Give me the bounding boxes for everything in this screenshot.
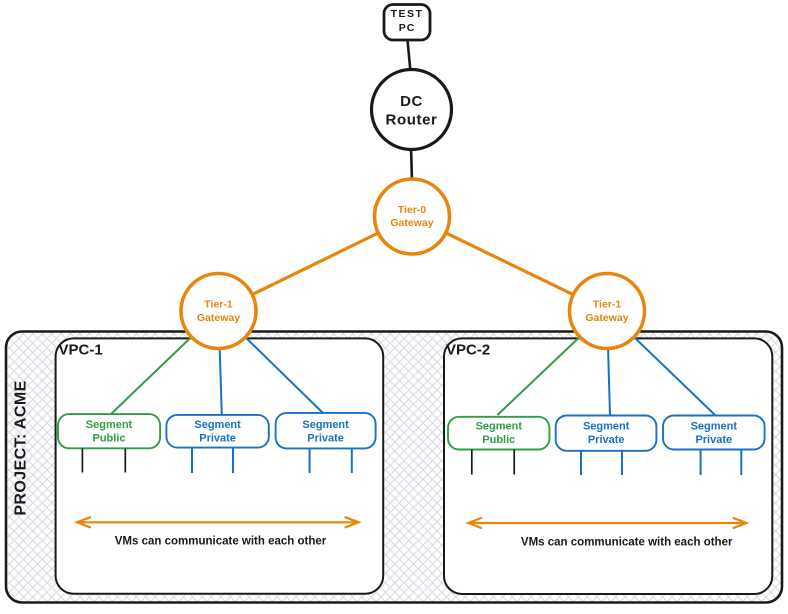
svg-text:Private: Private [695, 434, 732, 446]
svg-text:Gateway: Gateway [585, 312, 628, 324]
svg-text:Private: Private [307, 433, 344, 445]
svg-text:Gateway: Gateway [390, 217, 433, 229]
svg-text:Tier-1: Tier-1 [593, 299, 622, 311]
svg-text:VPC-1: VPC-1 [59, 342, 103, 359]
svg-text:TEST: TEST [391, 8, 424, 20]
svg-text:Public: Public [482, 434, 515, 446]
svg-text:Public: Public [92, 433, 125, 445]
svg-text:Segment: Segment [583, 421, 630, 433]
svg-text:Segment: Segment [194, 419, 241, 431]
svg-text:VMs can communicate with each: VMs can communicate with each other [521, 537, 733, 549]
svg-text:Tier-0: Tier-0 [398, 204, 427, 216]
svg-text:PROJECT: ACME: PROJECT: ACME [13, 380, 30, 515]
svg-text:Segment: Segment [691, 421, 738, 433]
svg-text:Segment: Segment [302, 419, 349, 431]
svg-text:Private: Private [588, 434, 625, 446]
svg-text:Router: Router [386, 112, 438, 129]
svg-text:Gateway: Gateway [197, 312, 240, 324]
svg-text:VPC-2: VPC-2 [446, 342, 490, 359]
svg-text:Private: Private [199, 433, 236, 445]
svg-text:VMs can communicate with each: VMs can communicate with each other [115, 536, 327, 548]
svg-text:DC: DC [400, 93, 423, 110]
svg-text:Tier-1: Tier-1 [204, 299, 233, 311]
svg-text:Segment: Segment [476, 421, 523, 433]
svg-text:Segment: Segment [86, 419, 133, 431]
svg-text:PC: PC [399, 22, 416, 34]
